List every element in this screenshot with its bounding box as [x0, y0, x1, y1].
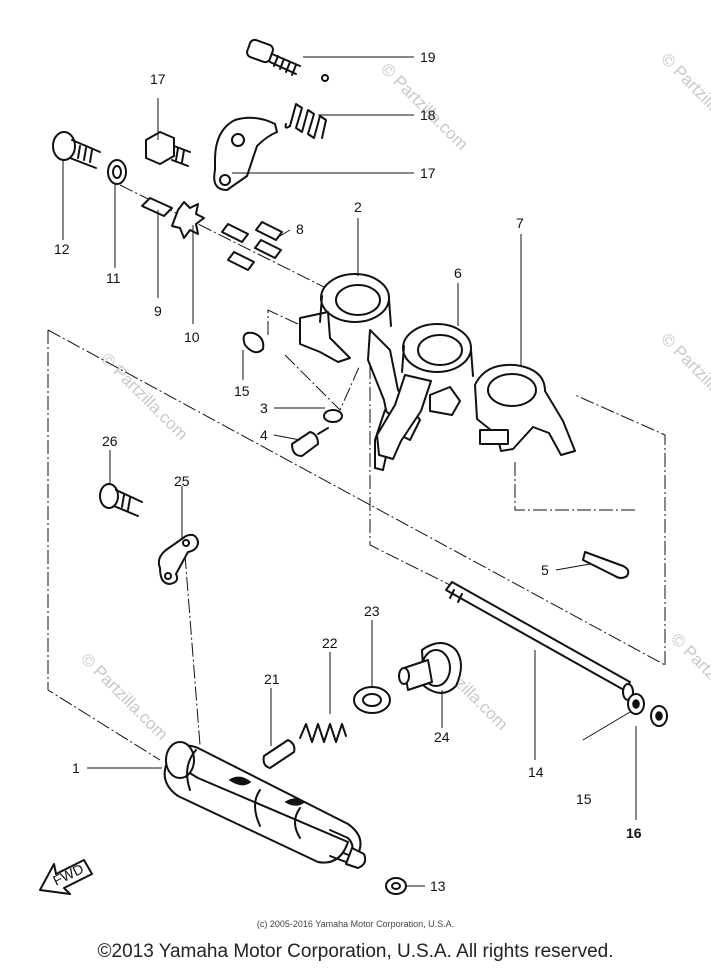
- watermark-text: © Partzilla.com: [657, 329, 711, 423]
- assembly-line: [514, 460, 635, 511]
- callout-5: 5: [541, 562, 549, 578]
- callout-24: 24: [434, 729, 450, 745]
- callout-3: 3: [260, 400, 268, 416]
- callout-6: 6: [454, 265, 462, 281]
- callout-9: 9: [154, 303, 162, 319]
- assembly-line: [284, 354, 361, 411]
- callout-11: 11: [106, 270, 121, 286]
- assembly-lines: [47, 184, 666, 761]
- callout-4: 4: [260, 427, 268, 443]
- watermark-text: © Partzilla.com: [77, 649, 171, 743]
- part-16-washer: [650, 705, 668, 727]
- callout-15-lower: 15: [576, 791, 592, 807]
- assembly-line: [47, 330, 161, 761]
- callout-26: 26: [102, 433, 118, 449]
- part-5-cotter-pin: [582, 551, 630, 579]
- part-19-spring: [284, 103, 327, 139]
- part-15-clip: [242, 331, 265, 354]
- callout-16: 16: [626, 825, 642, 841]
- part-21-pin: [262, 739, 296, 769]
- part-3-cotter: [323, 409, 343, 423]
- part-13-washer: [385, 877, 407, 895]
- assembly-line: [574, 394, 666, 665]
- callout-25: 25: [174, 473, 190, 489]
- diagram-copyright: (c) 2005-2016 Yamaha Motor Corporation, …: [256, 919, 455, 929]
- leader-lines: [62, 56, 637, 887]
- callout-23: 23: [364, 603, 380, 619]
- assembly-line: [47, 329, 666, 666]
- part-9-pin: [141, 197, 173, 217]
- assembly-line: [267, 309, 301, 335]
- callout-17: 17: [420, 165, 436, 181]
- part-10-segment: [171, 201, 205, 239]
- callout-1: 1: [72, 760, 80, 776]
- watermark-text: © Partzilla.com: [97, 349, 191, 443]
- part-25-plate: [157, 533, 199, 585]
- callout-21: 21: [264, 671, 280, 687]
- callout-8: 8: [296, 221, 304, 237]
- part-24-cap-bolt: [398, 642, 462, 694]
- callout-19: 18: [420, 107, 436, 123]
- part-8-pins: [221, 221, 283, 271]
- copyright-notice: ©2013 Yamaha Motor Corporation, U.S.A. A…: [97, 941, 614, 962]
- part-6-shift-fork: [376, 323, 474, 460]
- callout-12: 12: [54, 241, 70, 257]
- callout-22: 22: [322, 635, 338, 651]
- part-23-washer: [353, 686, 391, 714]
- callout-15-upper: 15: [234, 383, 250, 399]
- part-17-lever: [213, 116, 278, 191]
- callout-20: 19: [420, 49, 436, 65]
- assembly-line: [184, 554, 201, 746]
- part-4-roller: [291, 427, 329, 457]
- fwd-arrow-icon: FWD: [39, 859, 93, 895]
- callout-7: 7: [516, 215, 524, 231]
- part-1-shift-drum: [163, 741, 367, 869]
- part-12-bolt: [52, 131, 101, 169]
- callout-13: 13: [430, 878, 446, 894]
- part-11-washer: [107, 159, 127, 185]
- part-22-spring: [299, 723, 347, 743]
- part-14-guide-bar: [445, 581, 634, 701]
- callout-14: 14: [528, 764, 544, 780]
- watermark-text: © Partzilla.com: [667, 629, 711, 723]
- part-18-bolt: [145, 131, 191, 167]
- part-26-bolt: [99, 483, 143, 517]
- callout-18: 17: [150, 71, 166, 87]
- watermark-text: © Partzilla.com: [657, 49, 711, 143]
- callout-2: 2: [354, 199, 362, 215]
- part-7-shift-fork: [474, 363, 576, 456]
- callout-10: 10: [184, 329, 200, 345]
- part-15-washer: [627, 693, 645, 715]
- part-20-screw: [246, 38, 329, 82]
- callouts: 19 18 17 17 12 11 9 10 8 2 6 7 15 3 4 5 …: [54, 49, 642, 894]
